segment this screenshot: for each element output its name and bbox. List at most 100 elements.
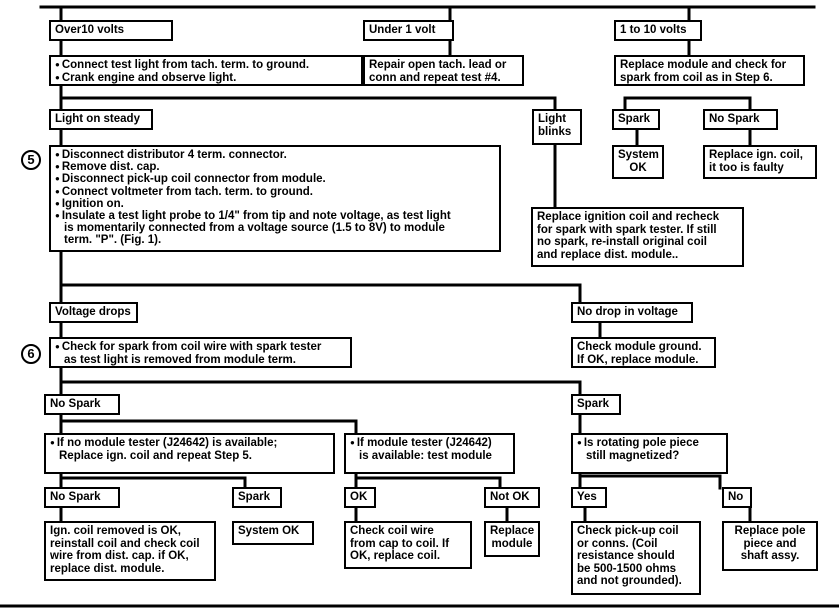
node-line: Over10 volts <box>55 24 125 36</box>
node-line: No <box>728 491 744 503</box>
node-replace-coil-recheck: Replace ignition coil and recheck for sp… <box>531 207 744 267</box>
node-check-module-ground: Check module ground. If OK, replace modu… <box>571 337 716 368</box>
node-line: for spark with spark tester. If still <box>537 223 717 236</box>
node-line: Spark <box>618 113 650 125</box>
node-ok: OK <box>344 487 376 508</box>
node-line: no spark, re-install original coil <box>537 236 707 248</box>
node-step5-instructions: Disconnect distributor 4 term. connector… <box>49 145 501 252</box>
node-line: spark from coil as in Step 6. <box>620 71 773 84</box>
node-line: Repair open tach. lead or <box>369 59 507 71</box>
node-light-blinks: Light blinks <box>532 109 582 145</box>
node-yes: Yes <box>571 487 607 508</box>
node-line: term. "P". (Fig. 1). <box>64 234 162 247</box>
node-line: OK <box>629 161 647 174</box>
node-1-to-10-volts: 1 to 10 volts <box>614 20 702 41</box>
node-line: Replace module and check for <box>620 59 787 71</box>
node-no-drop-in-voltage: No drop in voltage <box>571 302 693 323</box>
node-spark-mid: Spark <box>571 394 621 415</box>
node-replace-module-check: Replace module and check for spark from … <box>614 55 805 86</box>
node-no-spark-mid: No Spark <box>44 394 120 415</box>
node-line: it too is faulty <box>709 161 784 174</box>
node-line: Is rotating pole piece <box>577 437 722 450</box>
node-line: Yes <box>577 491 597 503</box>
node-line: Insulate a test light probe to 1/4" from… <box>55 210 495 222</box>
node-line: or conns. (Coil <box>577 537 658 550</box>
node-check-coil-wire: Check coil wire from cap to coil. If OK,… <box>344 521 472 569</box>
node-line: Disconnect distributor 4 term. connector… <box>55 149 495 161</box>
node-line: Replace ign. coil and repeat Step 5. <box>59 449 253 462</box>
node-repair-open-lead: Repair open tach. lead or conn and repea… <box>363 55 524 86</box>
node-line: shaft assy. <box>740 550 800 562</box>
node-spark-lower: Spark <box>232 487 282 508</box>
node-no-spark-lower: No Spark <box>44 487 120 508</box>
node-pole-piece-magnetized: Is rotating pole piece still magnetized? <box>571 433 728 474</box>
node-line: piece and <box>743 537 797 550</box>
node-line: No Spark <box>709 113 760 125</box>
node-coil-removed-ok: Ign. coil removed is OK, reinstall coil … <box>44 521 216 581</box>
node-line: Connect voltmeter from tach. term. to gr… <box>55 186 495 198</box>
node-line: System <box>618 149 659 161</box>
node-line: Voltage drops <box>55 306 131 318</box>
node-line: If module tester (J24642) <box>350 437 509 450</box>
step-6-marker: 6 <box>21 344 41 364</box>
node-line: blinks <box>538 125 572 138</box>
node-not-ok: Not OK <box>484 487 540 508</box>
node-line: Replace ign. coil, <box>709 149 803 161</box>
node-replace-pole-piece: Replace pole piece and shaft assy. <box>722 521 818 571</box>
node-line: wire from dist. cap. if OK, <box>50 550 189 562</box>
node-line: Replace <box>490 525 535 537</box>
node-no-module-tester: If no module tester (J24642) is availabl… <box>44 433 335 474</box>
node-over-10-volts: Over10 volts <box>49 20 173 41</box>
node-line: Not OK <box>490 491 530 503</box>
node-connect-test-light: Connect test light from tach. term. to g… <box>49 55 363 86</box>
node-line: If OK, replace module. <box>577 353 699 366</box>
node-line: Check module ground. <box>577 341 702 353</box>
node-line: Replace ignition coil and recheck <box>537 211 720 223</box>
node-line: No drop in voltage <box>577 306 678 318</box>
node-line: conn and repeat test #4. <box>369 71 501 84</box>
node-line: Under 1 volt <box>369 24 436 36</box>
node-line: Replace pole <box>734 525 806 537</box>
node-line: Check coil wire <box>350 525 434 537</box>
node-line: Light <box>538 113 567 125</box>
node-line: Disconnect pick-up coil connector from m… <box>55 173 495 185</box>
node-line: Remove dist. cap. <box>55 161 495 173</box>
node-line: Check for spark from coil wire with spar… <box>55 341 346 354</box>
node-line: If no module tester (J24642) is availabl… <box>50 437 329 450</box>
node-line: Spark <box>238 491 270 503</box>
node-light-on-steady: Light on steady <box>49 109 153 130</box>
node-line: module <box>491 537 533 550</box>
node-line: Crank engine and observe light. <box>55 72 357 85</box>
node-check-spark-step6: Check for spark from coil wire with spar… <box>49 337 352 368</box>
node-line: still magnetized? <box>586 449 680 462</box>
node-replace-coil-faulty: Replace ign. coil, it too is faulty <box>703 145 817 179</box>
node-line: be 500-1500 ohms <box>577 562 677 575</box>
node-system-ok-lower: System OK <box>232 521 314 545</box>
node-line: replace dist. module. <box>50 562 165 575</box>
node-line: No Spark <box>50 398 101 410</box>
node-line: resistance should <box>577 550 675 562</box>
node-line: Connect test light from tach. term. to g… <box>55 59 357 72</box>
node-no-spark-upper: No Spark <box>703 109 778 130</box>
node-line: from cap to coil. If <box>350 537 450 550</box>
node-system-ok-upper: System OK <box>612 145 664 179</box>
node-replace-module: Replace module <box>484 521 540 557</box>
node-line: reinstall coil and check coil <box>50 537 200 550</box>
node-line: No Spark <box>50 491 101 503</box>
node-line: System OK <box>238 525 300 537</box>
node-line: is momentarily connected from a voltage … <box>64 222 445 235</box>
node-under-1-volt: Under 1 volt <box>363 20 454 41</box>
node-line: OK, replace coil. <box>350 550 441 562</box>
node-spark-upper: Spark <box>612 109 660 130</box>
node-line: is available: test module <box>359 449 492 462</box>
node-line: Ign. coil removed is OK, <box>50 525 182 537</box>
node-line: Light on steady <box>55 113 140 125</box>
node-line: OK <box>350 491 368 503</box>
node-line: Ignition on. <box>55 198 495 210</box>
node-line: 1 to 10 volts <box>620 24 687 36</box>
node-check-pickup-coil: Check pick-up coil or conns. (Coil resis… <box>571 521 701 595</box>
node-module-tester-available: If module tester (J24642) is available: … <box>344 433 515 474</box>
node-line: as test light is removed from module ter… <box>64 353 296 366</box>
node-line: and not grounded). <box>577 575 682 587</box>
